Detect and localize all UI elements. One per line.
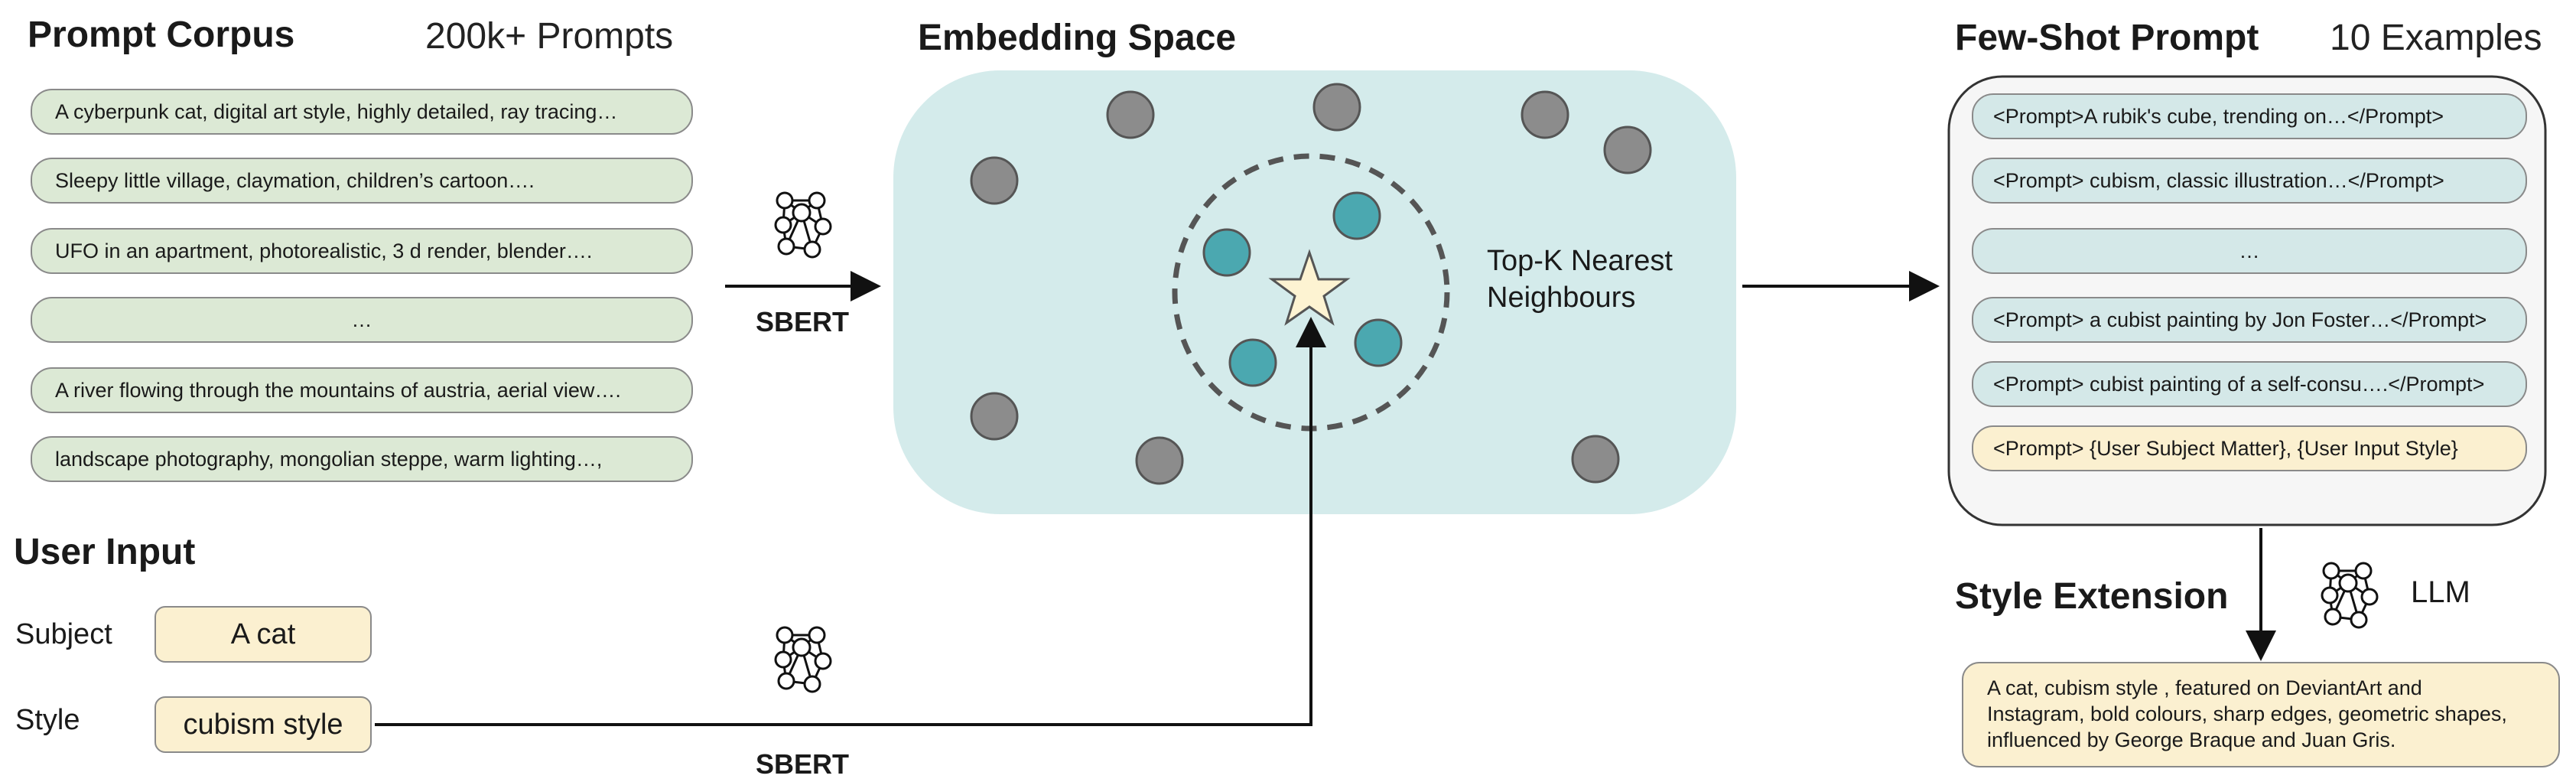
neighbour-label-line2: Neighbours xyxy=(1487,282,1636,314)
corpus-item: A river flowing through the mountains of… xyxy=(31,367,693,413)
subject-label: Subject xyxy=(15,618,112,650)
neural-network-icon xyxy=(774,626,832,693)
llm-label: LLM xyxy=(2411,575,2470,609)
embedding-point xyxy=(1106,90,1155,139)
neighbour-point xyxy=(1202,228,1251,277)
neighbour-point xyxy=(1354,318,1403,367)
embedding-point xyxy=(1521,90,1569,139)
neighbour-label-line1: Top-K Nearest xyxy=(1487,245,1673,277)
corpus-item: … xyxy=(31,297,693,343)
embedding-point xyxy=(970,156,1019,205)
style-extension-title: Style Extension xyxy=(1955,576,2229,617)
neighbour-points xyxy=(1202,191,1403,387)
few-shot-count: 10 Examples xyxy=(2330,18,2542,58)
style-extension-line: Instagram, bold colours, sharp edges, ge… xyxy=(1987,702,2507,725)
corpus-item: Sleepy little village, claymation, child… xyxy=(31,158,693,204)
arrow-style-to-query xyxy=(375,317,1326,726)
style-extension-box xyxy=(1962,662,2560,767)
embedding-title: Embedding Space xyxy=(918,18,1237,58)
corpus-item: landscape photography, mongolian steppe,… xyxy=(31,436,693,482)
few-shot-user-item: <Prompt> {User Subject Matter}, {User In… xyxy=(1972,425,2527,471)
user-input-title: User Input xyxy=(14,532,196,572)
few-shot-item: <Prompt> a cubist painting by Jon Foster… xyxy=(1972,297,2527,343)
corpus-item: UFO in an apartment, photorealistic, 3 d… xyxy=(31,228,693,274)
corpus-count: 200k+ Prompts xyxy=(425,16,674,57)
style-extension-line: influenced by George Braque and Juan Gri… xyxy=(1987,728,2396,751)
embedding-point xyxy=(1312,83,1361,132)
style-label: Style xyxy=(15,704,80,736)
embedding-point xyxy=(1603,125,1652,174)
other-points xyxy=(970,83,1652,485)
style-extension-line: A cat, cubism style , featured on Devian… xyxy=(1987,676,2422,699)
neighbour-point xyxy=(1332,191,1381,240)
few-shot-item: … xyxy=(1972,228,2527,274)
neural-network-icon xyxy=(2321,562,2379,629)
sbert-label-top: SBERT xyxy=(756,306,850,337)
corpus-title: Prompt Corpus xyxy=(28,15,295,55)
neighbour-point xyxy=(1228,338,1277,387)
embedding-point xyxy=(1571,435,1620,484)
subject-input[interactable]: A cat xyxy=(154,606,372,663)
style-extension-text: A cat, cubism style , featured on Devian… xyxy=(1987,675,2507,753)
embedding-point xyxy=(970,392,1019,441)
query-star-icon xyxy=(1268,249,1351,326)
few-shot-item: <Prompt>A rubik's cube, trending on…</Pr… xyxy=(1972,93,2527,139)
few-shot-item: <Prompt> cubism, classic illustration…</… xyxy=(1972,158,2527,204)
sbert-label-bottom: SBERT xyxy=(756,748,850,780)
neural-network-icon xyxy=(774,191,832,259)
few-shot-item: <Prompt> cubist painting of a self-consu… xyxy=(1972,361,2527,407)
corpus-item: A cyberpunk cat, digital art style, high… xyxy=(31,89,693,135)
few-shot-title: Few-Shot Prompt xyxy=(1955,18,2259,58)
style-input[interactable]: cubism style xyxy=(154,696,372,753)
embedding-point xyxy=(1135,436,1184,485)
